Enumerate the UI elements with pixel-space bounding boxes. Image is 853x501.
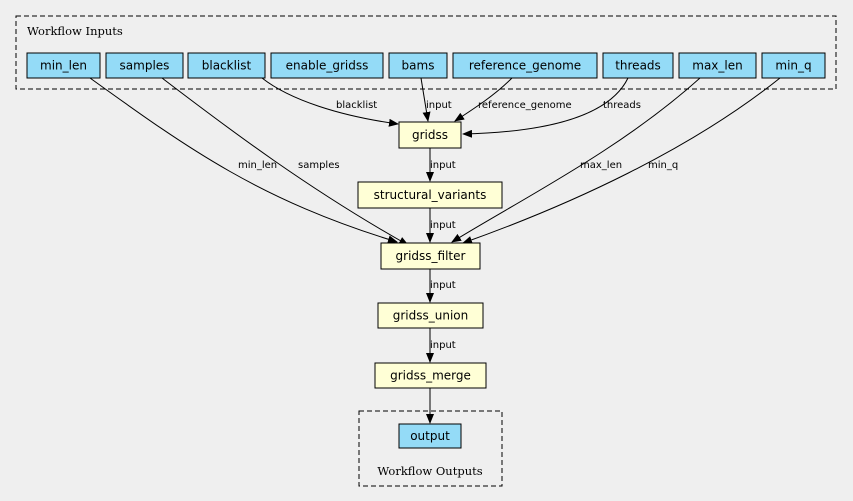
edge-label-bams-input: input: [426, 100, 452, 111]
edge-label-min-q: min_q: [648, 160, 678, 171]
node-threads[interactable]: threads: [602, 52, 674, 79]
node-output-label: output: [410, 429, 450, 443]
node-gridss-merge[interactable]: gridss_merge: [374, 362, 487, 389]
edge-gridss-union-to-gridss-merge: input: [426, 328, 456, 363]
node-gridss-filter[interactable]: gridss_filter: [380, 242, 481, 270]
edge-reference-genome-to-gridss: reference_genome: [454, 77, 572, 122]
node-structural-variants-label: structural_variants: [374, 188, 487, 202]
node-min-q-label: min_q: [775, 59, 811, 73]
node-reference-genome[interactable]: reference_genome: [452, 52, 598, 79]
node-samples[interactable]: samples: [105, 52, 184, 79]
edge-label-max-len: max_len: [580, 160, 622, 171]
node-enable-gridss-label: enable_gridss: [286, 59, 369, 73]
edge-label-min-len: min_len: [238, 160, 277, 171]
node-structural-variants[interactable]: structural_variants: [357, 181, 503, 209]
node-min-q[interactable]: min_q: [761, 52, 826, 79]
node-gridss-merge-label: gridss_merge: [390, 369, 471, 383]
workflow-inputs-cluster: Workflow Inputs: [15, 15, 837, 90]
edge-label-threads: threads: [603, 100, 641, 111]
edge-gridss-to-structural-variants: input: [426, 148, 456, 182]
node-blacklist[interactable]: blacklist: [187, 52, 266, 79]
edge-bams-to-gridss: input: [420, 77, 452, 122]
edge-threads-to-gridss: threads: [462, 77, 641, 138]
node-gridss-label: gridss: [412, 128, 448, 142]
node-gridss-union[interactable]: gridss_union: [377, 302, 484, 329]
node-bams-label: bams: [402, 59, 435, 73]
node-samples-label: samples: [120, 59, 170, 73]
edge-samples-to-gridss-filter: samples: [161, 77, 409, 246]
edge-structural-variants-to-gridss-filter: input: [426, 208, 456, 243]
workflow-inputs-label: Workflow Inputs: [27, 24, 123, 38]
node-enable-gridss[interactable]: enable_gridss: [270, 52, 384, 79]
edge-blacklist-to-gridss: blacklist: [261, 77, 399, 127]
node-min-len-label: min_len: [40, 59, 87, 73]
node-gridss[interactable]: gridss: [398, 121, 462, 149]
node-max-len[interactable]: max_len: [678, 52, 757, 79]
node-gridss-filter-label: gridss_filter: [396, 249, 466, 263]
workflow-outputs-cluster: Workflow Outputs: [358, 410, 503, 487]
edge-label-sv-input: input: [430, 220, 456, 231]
edge-min-len-to-gridss-filter: min_len: [89, 77, 398, 244]
edge-label-filter-input: input: [430, 280, 456, 291]
node-max-len-label: max_len: [692, 59, 742, 73]
node-gridss-union-label: gridss_union: [393, 309, 469, 323]
edge-max-len-to-gridss-filter: max_len: [451, 77, 701, 243]
edge-gridss-filter-to-gridss-union: input: [426, 269, 456, 303]
node-threads-label: threads: [615, 59, 661, 73]
node-bams[interactable]: bams: [388, 52, 448, 79]
node-blacklist-label: blacklist: [202, 59, 252, 73]
node-min-len[interactable]: min_len: [26, 52, 101, 79]
workflow-outputs-label: Workflow Outputs: [377, 464, 482, 478]
edge-min-q-to-gridss-filter: min_q: [462, 77, 781, 244]
node-reference-genome-label: reference_genome: [469, 59, 581, 73]
edge-label-gridss-input: input: [430, 160, 456, 171]
edge-label-samples: samples: [298, 160, 340, 171]
edge-label-reference-genome: reference_genome: [478, 100, 572, 111]
node-output[interactable]: output: [398, 423, 462, 449]
edge-label-blacklist: blacklist: [336, 100, 377, 111]
edge-label-union-input: input: [430, 340, 456, 351]
